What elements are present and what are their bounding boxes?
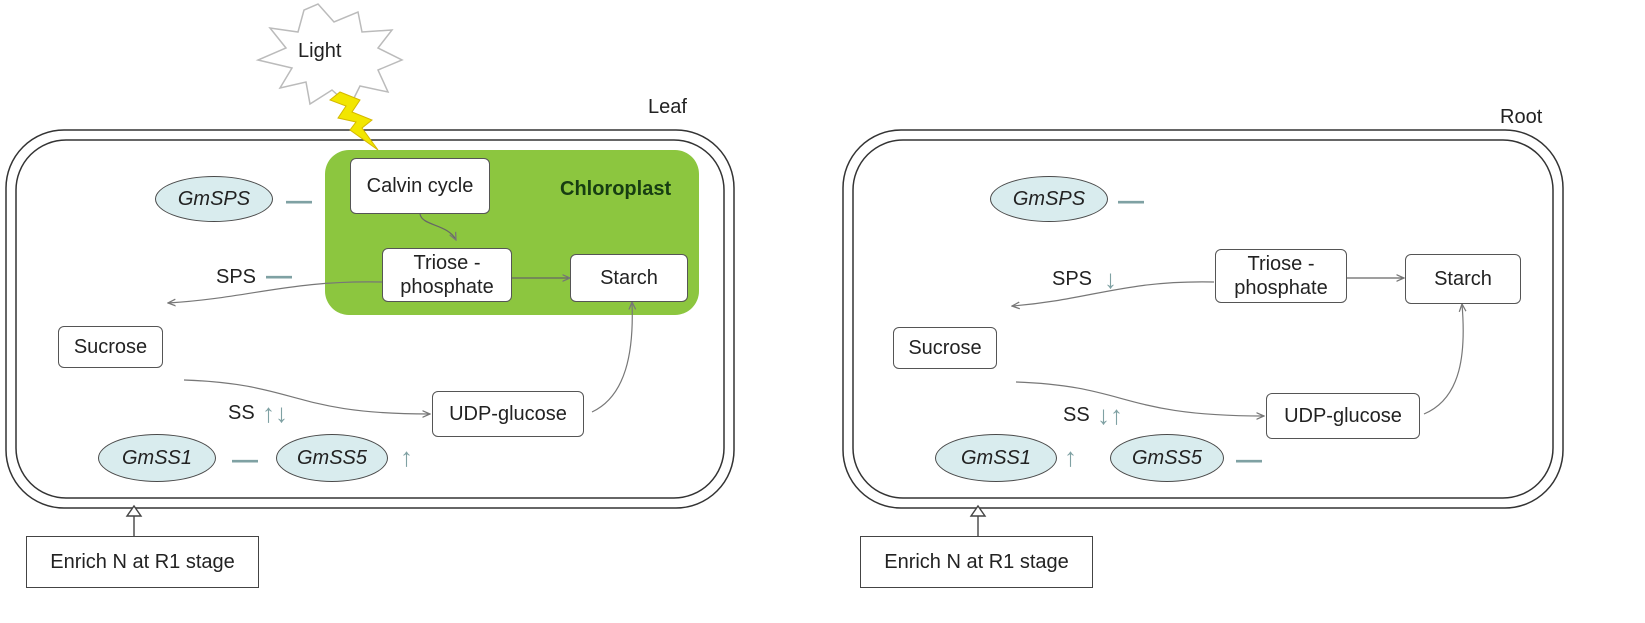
leaf-gmss5-up-mark: ↑ (400, 442, 413, 472)
root-sps-down-mark: ↓ (1104, 264, 1117, 294)
leaf-gmss1-text: GmSS1 (121, 446, 193, 469)
root-treatment-text: Enrich N at R1 stage (884, 551, 1069, 573)
leaf-ss-label: SS (228, 402, 255, 424)
leaf-triose-phosphate-text: Triose - phosphate (400, 252, 494, 298)
leaf-ss-up-down-mark: ↑↓ (262, 398, 288, 428)
root-gmss5-unchanged-mark: — (1236, 444, 1262, 474)
leaf-sucrose-to-udp-arrow (183, 379, 430, 414)
leaf-cell-outer (5, 129, 735, 509)
leaf-gmsps-text: GmSPS (177, 187, 251, 210)
root-udp-glucose-text: UDP-glucose (1284, 405, 1402, 427)
leaf-title: Leaf (648, 96, 687, 118)
root-enrich-arrowhead (969, 504, 987, 517)
chloroplast-label: Chloroplast (560, 178, 672, 200)
root-triose-phosphate-text: Triose - phosphate (1234, 253, 1328, 299)
leaf-sucrose-box: Sucrose (58, 326, 163, 368)
root-gmss5-text: GmSS5 (1131, 446, 1203, 469)
root-sucrose-box: Sucrose (893, 327, 997, 369)
root-cell-outer (842, 129, 1564, 509)
leaf-calvin-cycle-text: Calvin cycle (366, 175, 474, 197)
light-label: Light (298, 40, 342, 62)
root-triose-phosphate-box: Triose - phosphate (1215, 249, 1347, 303)
root-cell-inner (852, 139, 1554, 499)
leaf-udp-to-starch-arrow (591, 302, 632, 413)
leaf-calvin-to-triose-arrow (419, 213, 456, 240)
root-starch-text: Starch (1434, 268, 1492, 290)
leaf-gmss5-text: GmSS5 (296, 446, 368, 469)
leaf-calvin-cycle-box: Calvin cycle (350, 158, 490, 214)
leaf-gmss1-unchanged-mark: — (232, 444, 258, 474)
leaf-starch-box: Starch (570, 254, 688, 302)
leaf-enrich-arrowhead (125, 504, 143, 517)
root-ss-down-up-mark: ↓↑ (1097, 400, 1123, 430)
root-sucrose-to-udp-arrow (1015, 381, 1264, 416)
root-sucrose-text: Sucrose (908, 337, 982, 359)
leaf-gmsps-gene: GmSPS (155, 176, 273, 222)
root-ss-label: SS (1063, 404, 1090, 426)
root-udp-to-starch-arrow (1423, 304, 1463, 415)
leaf-udp-glucose-text: UDP-glucose (449, 403, 567, 425)
root-triose-to-sucrose-arrow (1012, 281, 1215, 306)
root-gmss1-text: GmSS1 (960, 446, 1032, 469)
root-starch-box: Starch (1405, 254, 1521, 304)
leaf-treatment-box: Enrich N at R1 stage (26, 536, 259, 588)
leaf-sucrose-text: Sucrose (73, 336, 148, 358)
lightning-bolt-icon (329, 91, 379, 151)
leaf-udp-glucose-box: UDP-glucose (432, 391, 584, 437)
root-sps-label: SPS (1052, 268, 1093, 290)
leaf-triose-to-sucrose-arrow (168, 281, 383, 303)
leaf-starch-text: Starch (600, 267, 658, 289)
root-treatment-box: Enrich N at R1 stage (860, 536, 1093, 588)
root-gmsps-text: GmSPS (1012, 187, 1086, 210)
root-gmss1-up-mark: ↑ (1064, 442, 1077, 472)
root-gmsps-unchanged-mark: — (1118, 185, 1144, 215)
root-gmss5-gene: GmSS5 (1110, 434, 1224, 482)
leaf-gmss5-gene: GmSS5 (276, 434, 388, 482)
root-gmsps-gene: GmSPS (990, 176, 1108, 222)
leaf-treatment-text: Enrich N at R1 stage (50, 551, 235, 573)
root-udp-glucose-box: UDP-glucose (1266, 393, 1420, 439)
root-gmss1-gene: GmSS1 (935, 434, 1057, 482)
leaf-triose-phosphate-box: Triose - phosphate (382, 248, 512, 302)
leaf-gmss1-gene: GmSS1 (98, 434, 216, 482)
leaf-sps-label: SPS (216, 266, 257, 288)
root-title: Root (1500, 106, 1543, 128)
leaf-sps-unchanged-mark: — (266, 260, 292, 290)
leaf-gmsps-unchanged-mark: — (286, 185, 312, 215)
